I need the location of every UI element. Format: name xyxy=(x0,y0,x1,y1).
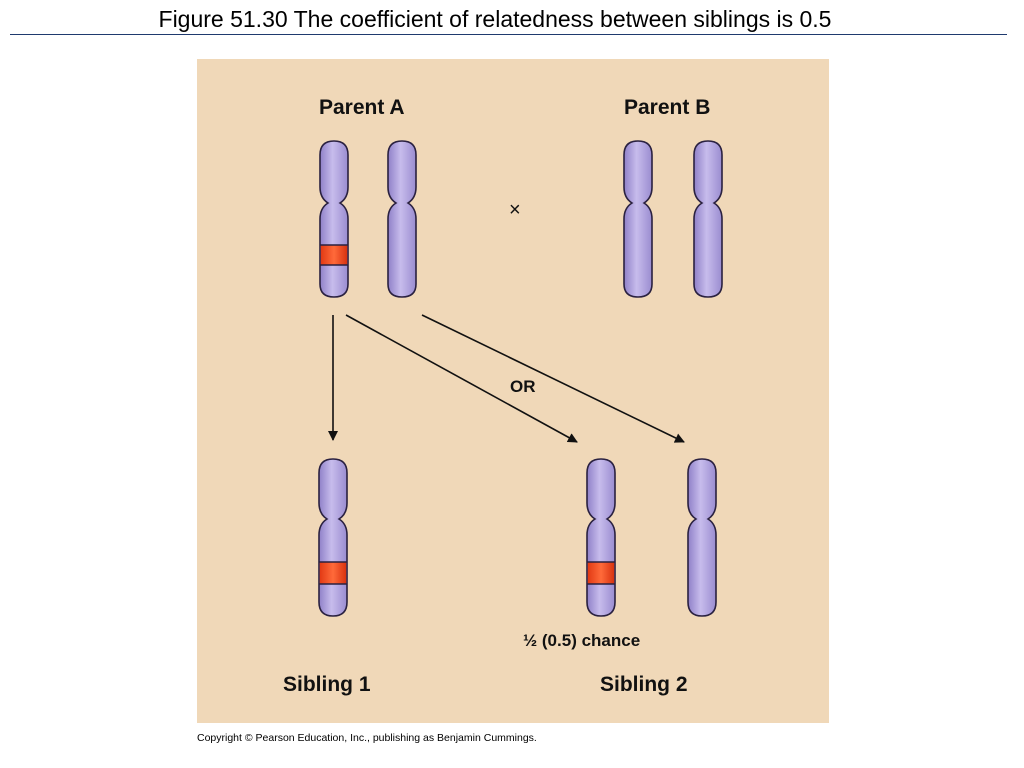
sibling-2-chromosome-1 xyxy=(586,458,616,617)
marked-gene-band xyxy=(320,245,348,265)
or-label: OR xyxy=(510,377,536,396)
figure-background xyxy=(197,59,829,723)
relatedness-figure: Parent A Parent B × OR ½ (0.5) chance Si… xyxy=(197,59,829,723)
figure-canvas xyxy=(197,59,829,723)
copyright-notice: Copyright © Pearson Education, Inc., pub… xyxy=(197,732,537,744)
chance-label: ½ (0.5) chance xyxy=(523,631,641,650)
arrow-to-sibling-2-option-a xyxy=(345,314,578,443)
parent-b-chromosome-1 xyxy=(623,140,653,298)
parent-b-label: Parent B xyxy=(624,96,711,119)
slide-title: Figure 51.30 The coefficient of relatedn… xyxy=(158,6,832,32)
parent-a-chromosome-1 xyxy=(319,140,349,298)
sibling-2-chromosome-2 xyxy=(687,458,717,617)
marked-gene-band xyxy=(319,562,347,584)
arrow-to-sibling-2-option-b xyxy=(421,314,685,443)
cross-symbol: × xyxy=(509,199,521,221)
parent-a-chromosome-2 xyxy=(387,140,417,298)
sibling-1-label: Sibling 1 xyxy=(283,673,371,696)
sibling-2-label: Sibling 2 xyxy=(600,673,688,696)
parent-b-chromosome-2 xyxy=(693,140,723,298)
sibling-1-chromosome xyxy=(318,458,348,617)
marked-gene-band xyxy=(587,562,615,584)
title-divider xyxy=(10,34,1007,35)
parent-a-label: Parent A xyxy=(319,96,405,119)
